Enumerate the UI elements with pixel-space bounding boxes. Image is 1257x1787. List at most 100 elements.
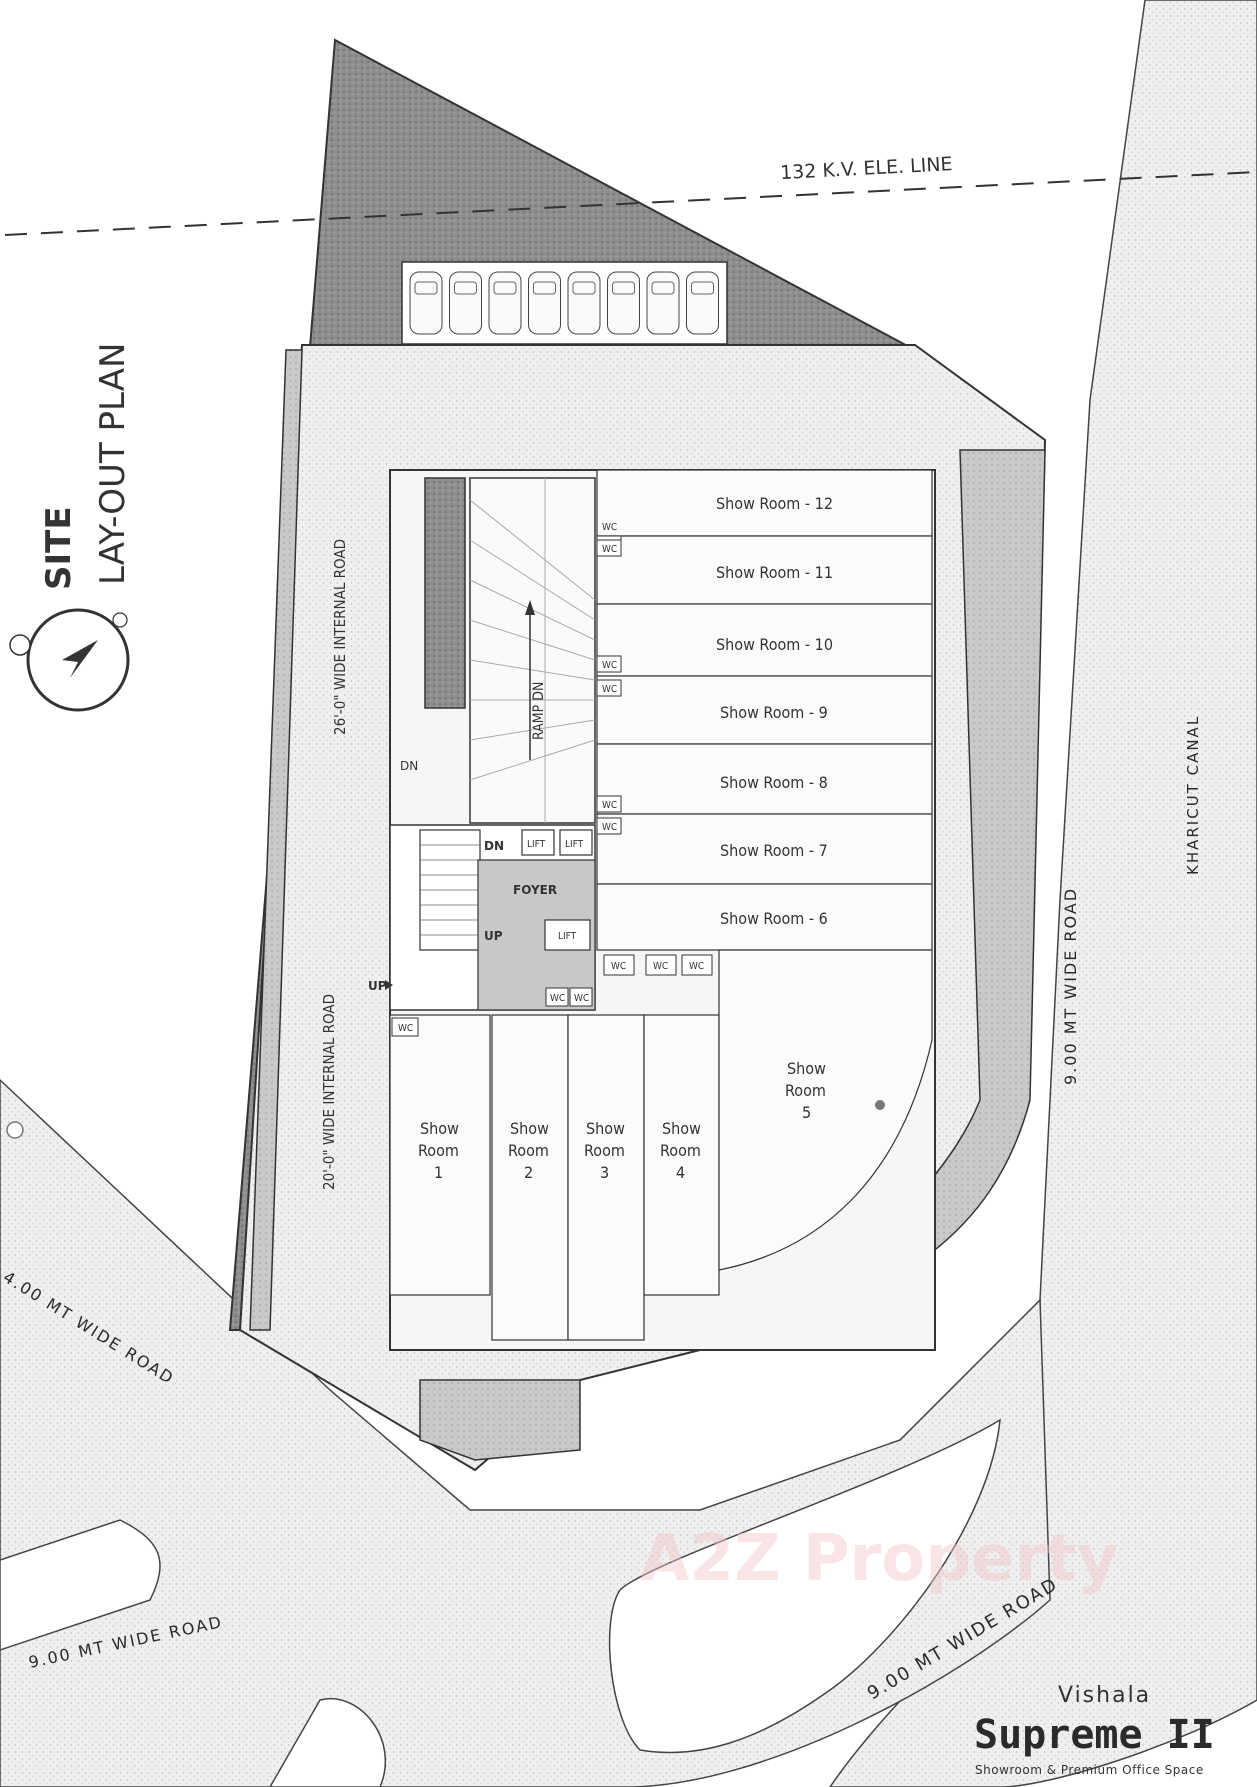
show-room-8 bbox=[596, 743, 933, 815]
parking-car bbox=[488, 271, 522, 335]
parking-car bbox=[449, 271, 482, 335]
show-rooms-south: Show Room 1 Show Room 2 Show Room 3 Show… bbox=[389, 949, 933, 1341]
up-label: UP bbox=[484, 929, 503, 943]
parking-car-windshield bbox=[612, 281, 635, 295]
show-room-11-label: Show Room - 11 bbox=[716, 563, 833, 582]
wc-label: WC bbox=[611, 961, 626, 972]
show-room-2-line3: 2 bbox=[524, 1163, 533, 1182]
lift-1 bbox=[521, 829, 555, 856]
brand-name-top: Vishala bbox=[1058, 1683, 1151, 1708]
parking-bays bbox=[401, 261, 728, 345]
show-room-6 bbox=[596, 883, 933, 951]
wc-box bbox=[596, 795, 622, 813]
wc-box bbox=[681, 954, 713, 976]
show-room-7-label: Show Room - 7 bbox=[720, 841, 828, 860]
show-room-1-line1: Show bbox=[420, 1119, 459, 1138]
show-room-2-line1: Show bbox=[510, 1119, 549, 1138]
wc-label: WC bbox=[602, 660, 617, 671]
wc-label: WC bbox=[653, 961, 668, 972]
parking-car-windshield bbox=[414, 281, 438, 295]
up-arrow bbox=[385, 980, 393, 990]
ramp-label: RAMP DN bbox=[531, 682, 547, 740]
lift-1-label: LIFT bbox=[527, 839, 546, 850]
road-right-label: 9.00 MT WIDE ROAD bbox=[1061, 887, 1080, 1085]
road-corner-island bbox=[0, 1519, 161, 1651]
lift-2-label: LIFT bbox=[565, 839, 584, 850]
show-room-1-line2: Room bbox=[418, 1141, 459, 1160]
internal-road-bottom-label: 20'-0" WIDE INTERNAL ROAD bbox=[320, 994, 338, 1190]
wc-label: WC bbox=[602, 684, 617, 695]
up2-label: UP bbox=[368, 979, 387, 993]
show-room-6-label: Show Room - 6 bbox=[720, 909, 828, 928]
show-room-2-line2: Room bbox=[508, 1141, 549, 1160]
stair-treads bbox=[420, 844, 480, 936]
show-room-4-line3: 4 bbox=[676, 1163, 685, 1182]
wc-label: WC bbox=[602, 544, 617, 555]
show-room-3-line1: Show bbox=[586, 1119, 625, 1138]
ele-line-label: 132 K.V. ELE. LINE bbox=[780, 153, 953, 184]
wc-box bbox=[603, 954, 635, 976]
title-line1: SITE bbox=[39, 506, 79, 590]
wc-label: WC bbox=[689, 961, 704, 972]
show-room-1-line3: 1 bbox=[434, 1163, 443, 1182]
show-room-3-line2: Room bbox=[584, 1141, 625, 1160]
landscape-courtyard bbox=[424, 477, 466, 709]
ramp-lines bbox=[469, 478, 596, 823]
show-room-3-line3: 3 bbox=[600, 1163, 609, 1182]
marker-dot bbox=[6, 1121, 24, 1139]
parking-car-windshield bbox=[454, 281, 477, 295]
show-room-7 bbox=[596, 813, 933, 885]
show-room-4-line1: Show bbox=[662, 1119, 701, 1138]
parking-car-windshield bbox=[533, 281, 556, 295]
wc-label: WC bbox=[574, 993, 589, 1004]
show-room-12-label: Show Room - 12 bbox=[716, 494, 833, 513]
show-room-9-label: Show Room - 9 bbox=[720, 703, 828, 722]
parking-car bbox=[646, 271, 680, 335]
foyer-label: FOYER bbox=[513, 883, 557, 897]
parking-car bbox=[607, 271, 640, 335]
dn-label: DN bbox=[400, 759, 418, 773]
wc-box bbox=[596, 655, 622, 673]
parking-car bbox=[528, 271, 561, 335]
show-room-5-line2: Room bbox=[785, 1081, 826, 1100]
ramp-arrowhead bbox=[525, 600, 535, 615]
landscape-strip-west bbox=[249, 349, 303, 1331]
show-room-9 bbox=[596, 675, 933, 745]
wc-box bbox=[569, 987, 593, 1007]
parking-car bbox=[409, 271, 443, 335]
wc-label: WC bbox=[550, 993, 565, 1004]
marker-dot bbox=[875, 1100, 885, 1110]
wc-box bbox=[596, 539, 622, 557]
road-bottom-island bbox=[608, 1418, 1001, 1754]
lift-3 bbox=[544, 919, 591, 951]
parking-car bbox=[686, 271, 719, 335]
parking-car-windshield bbox=[691, 281, 714, 295]
wc-box bbox=[596, 679, 622, 697]
ramp-area bbox=[469, 477, 596, 824]
wc-label: WC bbox=[398, 1023, 413, 1034]
brand-name-main: Supreme II bbox=[974, 1712, 1215, 1758]
internal-road-top-label: 26'-0" WIDE INTERNAL ROAD bbox=[331, 539, 349, 735]
dn2-label: DN bbox=[484, 839, 504, 853]
canal-label: KHARICUT CANAL bbox=[1184, 715, 1202, 875]
lift-3-label: LIFT bbox=[558, 931, 577, 942]
wc-box bbox=[645, 954, 677, 976]
show-room-10-label: Show Room - 10 bbox=[716, 635, 833, 654]
wc-box bbox=[596, 817, 622, 835]
show-room-5-line1: Show bbox=[787, 1059, 826, 1078]
landscape-south bbox=[419, 1379, 581, 1461]
wc-label: WC bbox=[602, 522, 617, 533]
show-room-12 bbox=[596, 469, 933, 537]
ele-line bbox=[4, 171, 1257, 236]
show-room-3 bbox=[567, 1014, 645, 1341]
wc-box bbox=[545, 987, 569, 1007]
show-room-8-label: Show Room - 8 bbox=[720, 773, 828, 792]
parking-car-windshield bbox=[493, 281, 517, 295]
title-line2: LAY-OUT PLAN bbox=[93, 343, 133, 585]
show-room-11 bbox=[596, 535, 933, 605]
show-room-4-line2: Room bbox=[660, 1141, 701, 1160]
show-room-2 bbox=[491, 1014, 569, 1341]
parking-car-windshield bbox=[572, 281, 596, 295]
show-room-5-line3: 5 bbox=[802, 1103, 811, 1122]
